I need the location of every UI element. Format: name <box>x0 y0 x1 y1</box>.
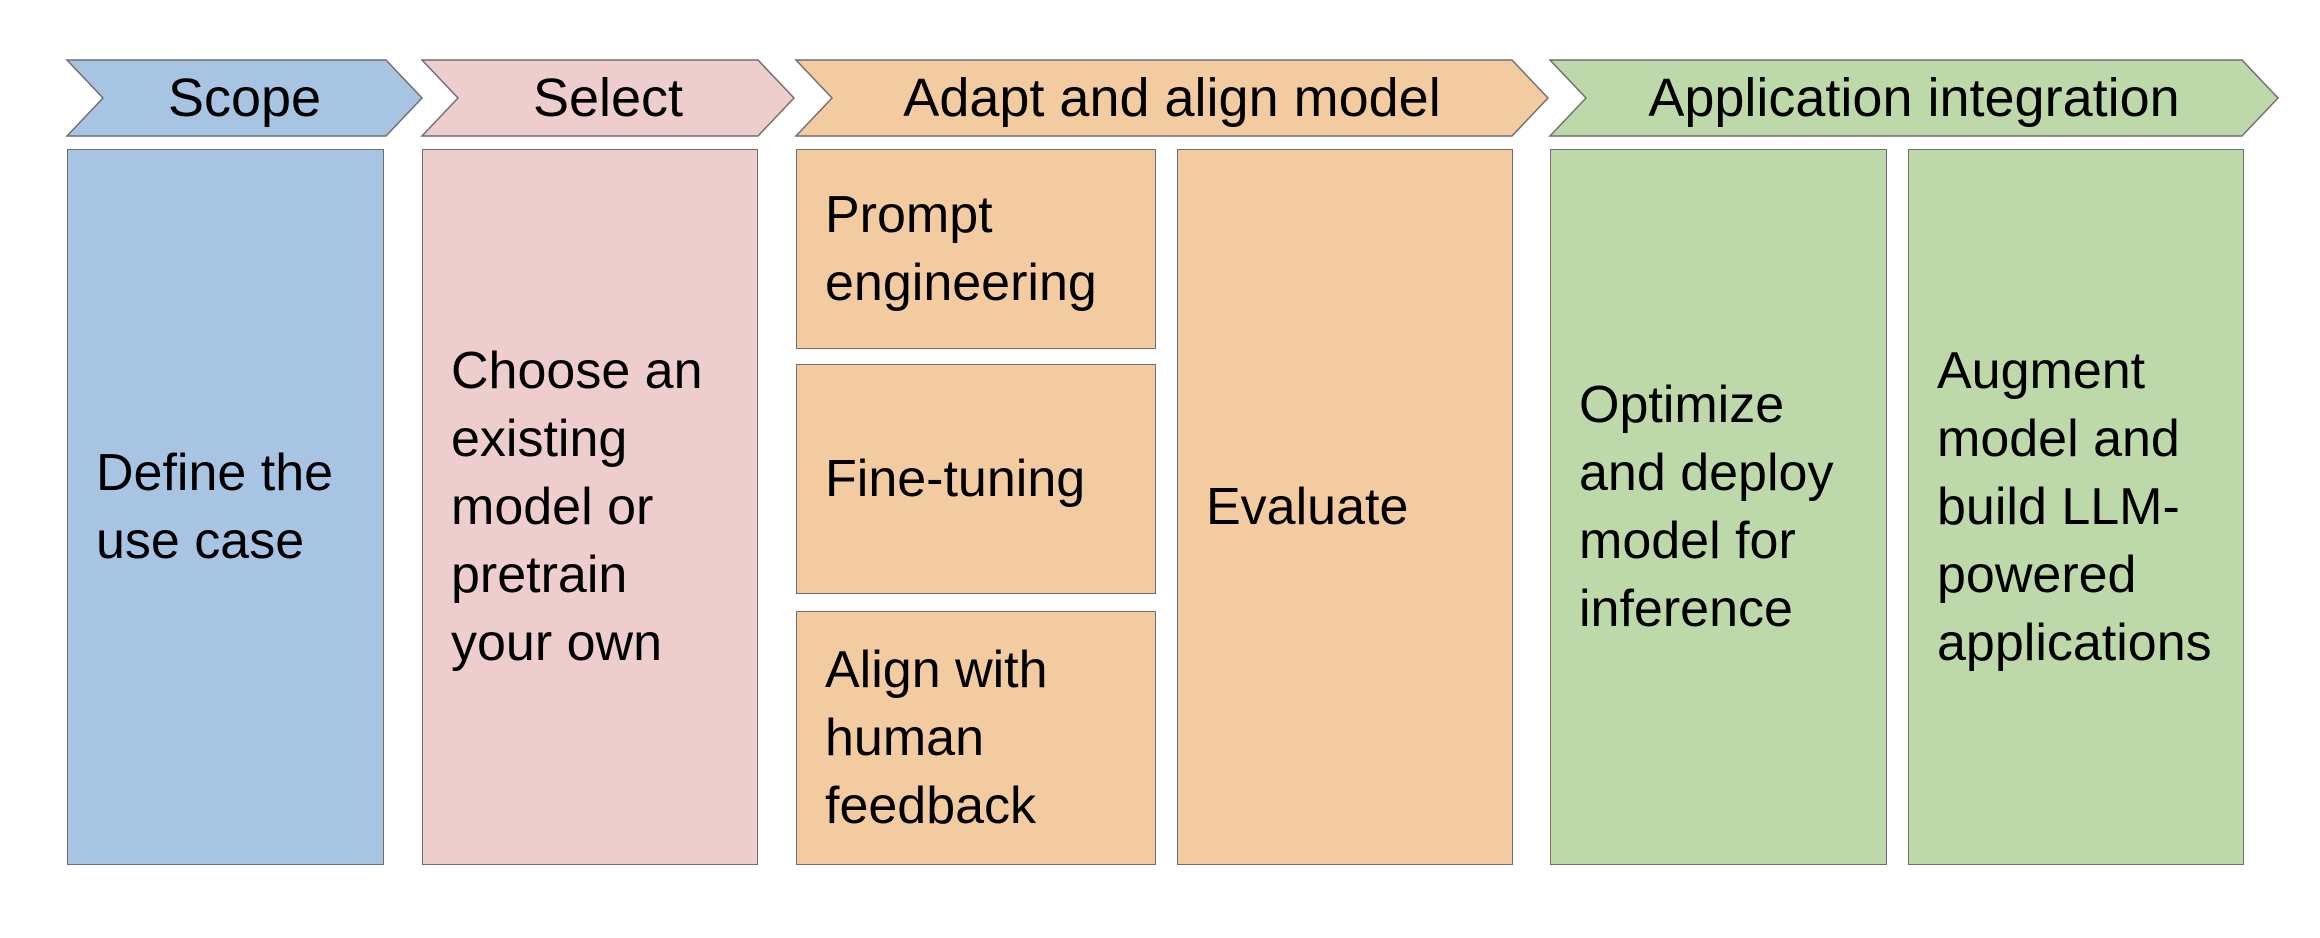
stage-label-select: Select <box>532 68 684 128</box>
optimize-deploy-box: Optimize and deploy model for inference <box>1550 149 1887 865</box>
fine-tuning-box: Fine-tuning <box>796 364 1156 594</box>
stage-label-scope: Scope <box>167 68 322 128</box>
align-human-feedback-box: Align with human feedback <box>796 611 1156 865</box>
choose-model-box: Choose an existing model or pretrain you… <box>422 149 758 865</box>
adapt-chevron <box>794 59 1550 137</box>
prompt-engineering-box: Prompt engineering <box>796 149 1156 349</box>
augment-model-box: Augment model and build LLM- powered app… <box>1908 149 2244 865</box>
select-chevron <box>420 59 796 137</box>
stage-label-integration: Application integration <box>1648 68 2180 128</box>
integration-chevron <box>1548 59 2280 137</box>
define-use-case-box: Define the use case <box>67 149 384 865</box>
evaluate-box: Evaluate <box>1177 149 1513 865</box>
stage-label-adapt: Adapt and align model <box>903 68 1441 128</box>
stage-chevrons <box>65 59 2280 137</box>
scope-chevron <box>65 59 424 137</box>
